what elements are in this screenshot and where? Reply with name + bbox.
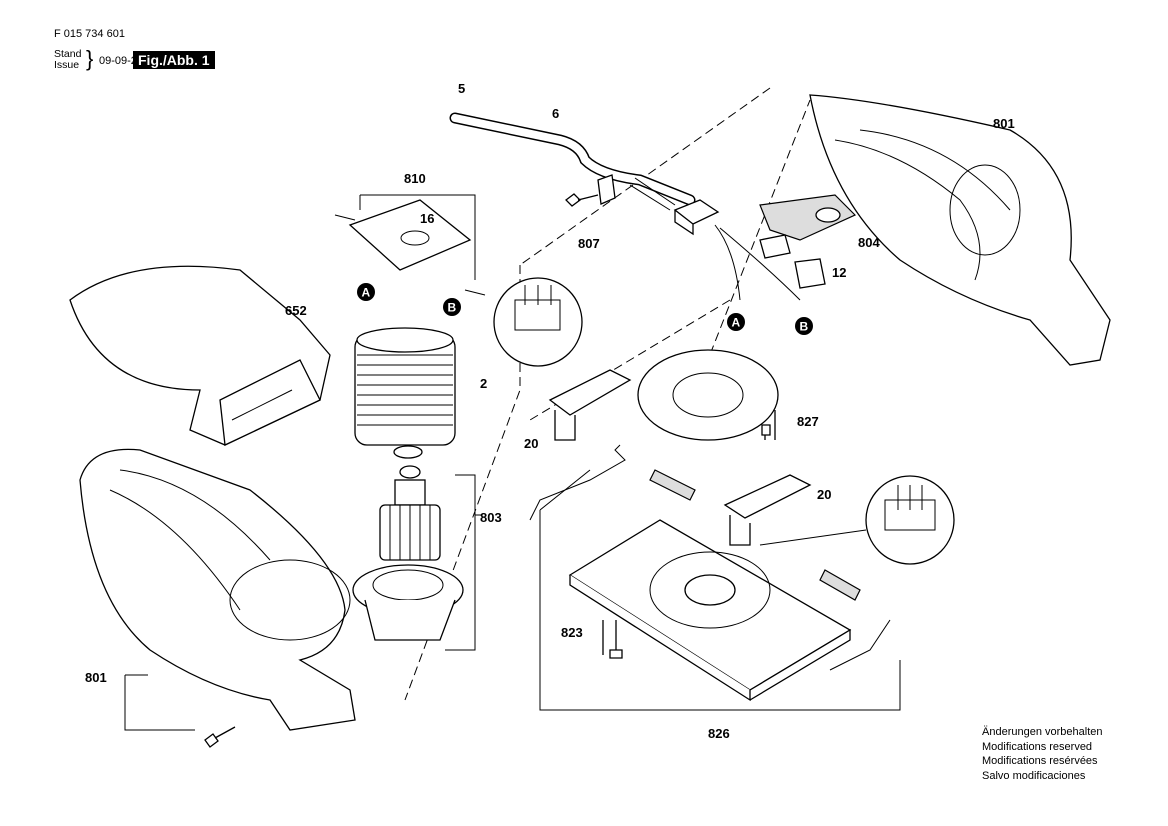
- marker-b-right: B: [800, 320, 809, 334]
- issue-date: 09-09-24: [99, 55, 144, 67]
- label-20-right: 20: [817, 487, 831, 502]
- label-20: 20: [524, 436, 538, 451]
- part-number: F 015 734 601: [54, 28, 125, 40]
- housing-half-left: [79, 448, 356, 748]
- marker-b: B: [448, 301, 457, 315]
- label-803: 803: [480, 510, 502, 525]
- switch-lever: [759, 194, 857, 241]
- label-801-top: 801: [993, 116, 1015, 131]
- label-807: 807: [578, 236, 600, 251]
- stand-label: Stand: [54, 48, 82, 60]
- figure-label: Fig./Abb. 1: [133, 51, 215, 69]
- field-coil: [354, 327, 456, 459]
- brace: }: [86, 46, 94, 71]
- clamp-springs: [529, 444, 891, 671]
- label-827: 827: [797, 414, 819, 429]
- label-16: 16: [420, 211, 434, 226]
- label-801-left: 801: [85, 670, 107, 685]
- power-cord: [449, 112, 696, 211]
- gasket: [637, 349, 779, 441]
- note-de: Änderungen vorbehalten: [982, 726, 1103, 738]
- label-12: 12: [832, 265, 846, 280]
- switch: [759, 234, 791, 259]
- note-fr: Modifications resérvées: [982, 755, 1098, 767]
- bracket-20-right: [723, 474, 812, 546]
- connection-markers: A B A B: [357, 283, 813, 335]
- bracket-20: [548, 369, 632, 441]
- base-plate: [539, 469, 901, 711]
- capacitor-12: [794, 258, 826, 289]
- armature: [352, 465, 482, 651]
- label-6: 6: [552, 106, 559, 121]
- label-823: 823: [561, 625, 583, 640]
- detail-callout-right: [865, 475, 955, 565]
- issue-label: Issue: [54, 59, 80, 71]
- label-810: 810: [404, 171, 426, 186]
- screw: [565, 193, 599, 207]
- note-en: Modifications reserved: [982, 740, 1093, 753]
- modification-notes: Änderungen vorbehalten Modifications res…: [982, 725, 1102, 783]
- label-5: 5: [458, 81, 465, 96]
- marker-a-right: A: [732, 316, 741, 330]
- terminal-block: [673, 199, 720, 236]
- label-2: 2: [480, 376, 487, 391]
- dust-bag: [69, 265, 331, 446]
- cord-clamp: [597, 174, 616, 205]
- housing-half-right: [809, 94, 1111, 366]
- label-826: 826: [708, 726, 730, 741]
- label-804: 804: [858, 235, 880, 250]
- clamp-levers: [649, 469, 861, 601]
- note-es: Salvo modificaciones: [982, 769, 1086, 782]
- callout-labels: 5 6 810 16 807 804 12 801 652 2 827 20 2…: [85, 81, 1015, 741]
- marker-a: A: [362, 286, 371, 300]
- label-652: 652: [285, 303, 307, 318]
- brush-plate: [348, 199, 472, 271]
